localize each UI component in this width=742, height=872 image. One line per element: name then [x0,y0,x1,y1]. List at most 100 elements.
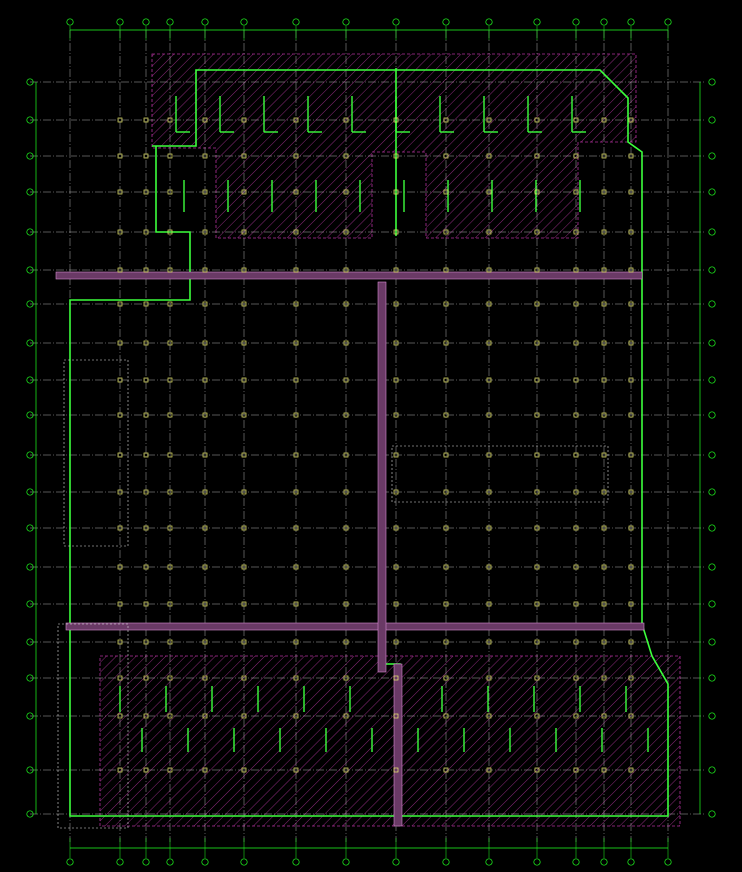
axis-bubble-right [708,451,716,459]
column-marker [241,713,247,719]
column-marker [628,412,634,418]
column-marker [117,564,123,570]
axis-bubble-right [708,228,716,236]
column-marker [241,489,247,495]
column-marker [573,601,579,607]
axis-bubble-left [26,116,34,124]
column-marker [393,117,399,123]
column-marker [573,117,579,123]
column-marker [534,601,540,607]
column-marker [393,675,399,681]
column-marker [167,412,173,418]
axis-bubble-right [708,524,716,532]
column-marker [143,564,149,570]
column-marker [601,340,607,346]
column-marker [343,377,349,383]
column-marker [393,189,399,195]
column-marker [167,489,173,495]
column-marker [241,675,247,681]
column-marker [393,377,399,383]
column-marker [486,489,492,495]
column-marker [241,767,247,773]
column-marker [393,229,399,235]
column-marker [241,340,247,346]
column-marker [573,525,579,531]
column-marker [486,301,492,307]
column-marker [443,229,449,235]
column-marker [534,117,540,123]
column-marker [167,713,173,719]
column-marker [293,340,299,346]
column-marker [343,452,349,458]
column-marker [167,377,173,383]
column-marker [143,117,149,123]
axis-bubble-right [708,116,716,124]
column-marker [117,489,123,495]
column-marker [202,117,208,123]
column-marker [167,117,173,123]
column-marker [202,489,208,495]
column-marker [573,377,579,383]
column-marker [601,117,607,123]
column-marker [241,267,247,273]
column-marker [486,452,492,458]
column-marker [343,267,349,273]
column-marker [167,601,173,607]
axis-bubble-right [708,188,716,196]
axis-bubble-top [485,18,493,26]
column-marker [117,301,123,307]
column-marker [202,377,208,383]
column-marker [393,639,399,645]
column-marker [534,564,540,570]
column-marker [601,412,607,418]
column-marker [601,675,607,681]
column-marker [202,189,208,195]
column-marker [167,525,173,531]
axis-bubble-top [442,18,450,26]
column-marker [486,117,492,123]
column-marker [143,713,149,719]
axis-bubble-top [627,18,635,26]
note-box [57,623,129,829]
column-marker [143,452,149,458]
axis-bubble-left [26,488,34,496]
column-marker [443,713,449,719]
column-marker [343,153,349,159]
column-marker [534,189,540,195]
column-marker [393,301,399,307]
column-marker [443,601,449,607]
column-marker [601,601,607,607]
column-marker [573,713,579,719]
column-marker [443,301,449,307]
axis-bubble-top [392,18,400,26]
column-marker [628,525,634,531]
column-marker [343,229,349,235]
column-marker [486,675,492,681]
column-marker [241,601,247,607]
column-marker [167,767,173,773]
column-marker [534,675,540,681]
dimension-lines [26,18,716,866]
column-marker [486,189,492,195]
axis-bubble-right [708,300,716,308]
note-box [63,359,129,547]
hatched-zone [99,655,681,827]
column-marker [534,525,540,531]
column-marker [293,412,299,418]
column-marker [393,525,399,531]
column-marker [534,229,540,235]
column-marker [117,267,123,273]
column-marker [628,301,634,307]
axis-bubble-right [708,266,716,274]
column-marker [293,564,299,570]
axis-bubble-bottom [533,858,541,866]
column-marker [293,675,299,681]
column-marker [202,452,208,458]
column-marker [293,489,299,495]
column-marker [486,377,492,383]
column-marker [117,340,123,346]
column-marker [573,452,579,458]
axis-bubble-bottom [572,858,580,866]
column-marker [393,412,399,418]
